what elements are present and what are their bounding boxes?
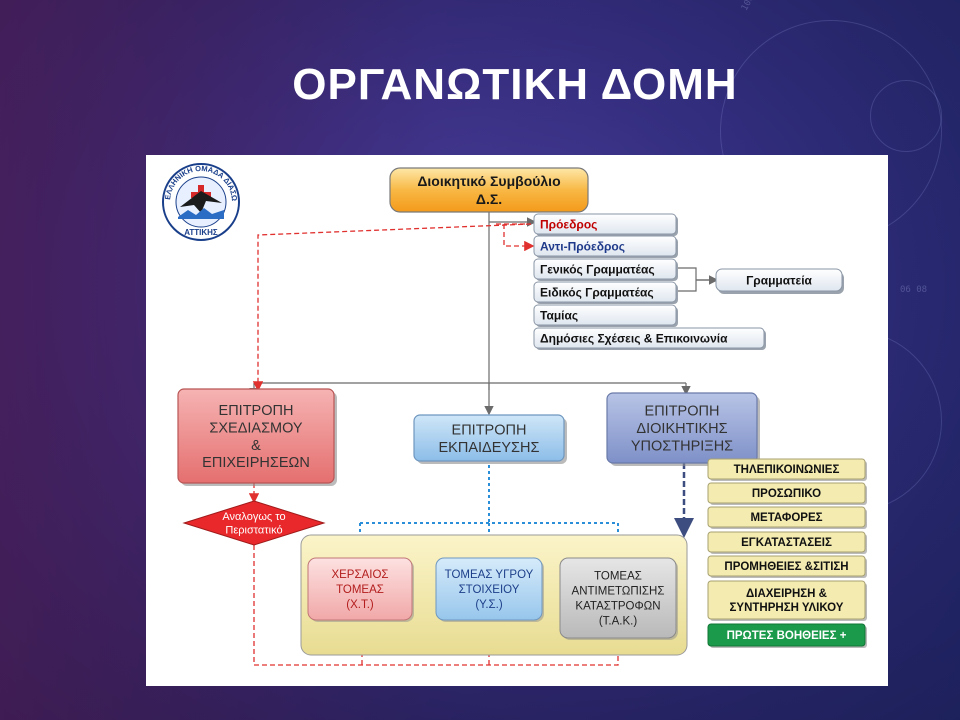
- sector-label: ΧΕΡΣΑΙΟΣ: [331, 569, 388, 581]
- board-title: Διοικητικό Συμβούλιο: [417, 173, 560, 189]
- team-logo: ΕΛΛΗΝΙΚΗ ΟΜΑΔΑ ΔΙΑΣΩΣΗΣ ΑΤΤΙΚΗΣ: [143, 148, 240, 241]
- role-item: Ταμίας: [533, 304, 678, 327]
- committee-training-label: ΕΚΠΑΙΔΕΥΣΗΣ: [439, 440, 540, 456]
- support-unit: ΤΗΛΕΠΙΚΟΙΝΩΝΙΕΣ: [707, 458, 867, 481]
- sector-box: ΤΟΜΕΑΣ ΥΓΡΟΥ ΣΤΟΙΧΕΙΟΥ (Υ.Σ.): [435, 557, 544, 622]
- support-unit-label: ΠΡΟΣΩΠΙΚΟ: [752, 488, 821, 500]
- support-unit: ΠΡΟΜΗΘΕΙΕΣ &ΣΙΤΙΣΗ: [707, 555, 867, 578]
- role-label: Γενικός Γραμματέας: [540, 263, 655, 277]
- sector-label: (Τ.Α.Κ.): [599, 615, 638, 627]
- role-label: Ειδικός Γραμματέας: [540, 286, 654, 300]
- support-unit-label: ΣΥΝΤΗΡΗΣΗ ΥΛΙΚΟΥ: [730, 602, 844, 614]
- support-unit-label: ΜΕΤΑΦΟΡΕΣ: [750, 512, 822, 524]
- deco-circle-small: [870, 80, 942, 152]
- role-label: Δημόσιες Σχέσεις & Επικοινωνία: [540, 332, 728, 346]
- support-unit-label: ΤΗΛΕΠΙΚΟΙΝΩΝΙΕΣ: [734, 464, 840, 476]
- decision-diamond: Αναλογως το Περιστατικό: [182, 500, 326, 546]
- sector-box: ΧΕΡΣΑΙΟΣ ΤΟΜΕΑΣ (Χ.Τ.): [307, 557, 414, 622]
- org-chart-diagram: ΕΛΛΗΝΙΚΗ ΟΜΑΔΑ ΔΙΑΣΩΣΗΣ ΑΤΤΙΚΗΣ Διοικητι…: [143, 148, 867, 666]
- sector-label: ΤΟΜΕΑΣ: [336, 584, 384, 596]
- board-abbr: Δ.Σ.: [476, 191, 502, 207]
- sector-label: ΤΟΜΕΑΣ: [594, 571, 642, 583]
- sector-label: ΣΤΟΙΧΕΙΟΥ: [459, 584, 520, 596]
- sector-label: (Χ.Τ.): [346, 599, 374, 611]
- secretariat-label: Γραμματεία: [746, 274, 812, 288]
- deco-scale-labels: 06 08: [900, 285, 928, 295]
- sectors: ΧΕΡΣΑΙΟΣ ΤΟΜΕΑΣ (Χ.Τ.) ΤΟΜΕΑΣ ΥΓΡΟΥ ΣΤΟΙΧΕΙΟ…: [307, 557, 678, 640]
- support-unit-label: ΠΡΟΜΗΘΕΙΕΣ &ΣΙΤΙΣΗ: [724, 561, 848, 573]
- sector-label: ΚΑΤΑΣΤΡΟΦΩΝ: [575, 601, 660, 613]
- red-dashed-to-vice-president: [503, 224, 535, 252]
- role-label: Ταμίας: [540, 309, 578, 323]
- role-label: Πρόεδρος: [540, 218, 597, 232]
- sector-label: ΑΝΤΙΜΕΤΩΠΙΣΗΣ: [572, 586, 665, 598]
- board-box: Διοικητικό Συμβούλιο Δ.Σ.: [389, 167, 589, 213]
- eagle-icon: [180, 191, 222, 213]
- decision-label: Αναλογως το: [222, 511, 285, 523]
- role-item: Πρόεδρος: [533, 213, 678, 236]
- committee-planning-label: ΣΧΕΔΙΑΣΜΟΥ: [209, 420, 303, 436]
- support-unit-label: ΠΡΩΤΕΣ ΒΟΗΘΕΙΕΣ +: [727, 630, 847, 642]
- sector-box: ΤΟΜΕΑΣ ΑΝΤΙΜΕΤΩΠΙΣΗΣ ΚΑΤΑΣΤΡΟΦΩΝ (Τ.Α.Κ.): [559, 557, 678, 640]
- role-item: Αντι-Πρόεδρος: [533, 235, 678, 258]
- support-unit-label: ΕΓΚΑΤΑΣΤΑΣΕΙΣ: [741, 537, 832, 549]
- blue-dotted-training-to-sectors: [360, 465, 618, 524]
- committee-training-label: ΕΠΙΤΡΟΠΗ: [452, 422, 527, 438]
- committee-support-label: ΥΠΟΣΤΗΡΙΞΗΣ: [631, 438, 733, 454]
- committee-planning-label: ΕΠΙΤΡΟΠΗ: [219, 403, 294, 419]
- support-unit-label: ΔΙΑΧΕΙΡΗΣΗ &: [746, 588, 827, 600]
- red-dashed-president-to-planning: [252, 223, 532, 392]
- sector-label: ΤΟΜΕΑΣ ΥΓΡΟΥ: [445, 569, 534, 581]
- support-unit: ΕΓΚΑΤΑΣΤΑΣΕΙΣ: [707, 531, 867, 554]
- committee-planning-label: ΕΠΙΧΕΙΡΗΣΕΩΝ: [202, 455, 310, 471]
- role-item: Ειδικός Γραμματέας: [533, 281, 678, 304]
- decision-label: Περιστατικό: [225, 525, 282, 537]
- secretariat-box: Γραμματεία: [715, 268, 844, 294]
- role-item: Δημόσιες Σχέσεις & Επικοινωνία: [533, 327, 766, 350]
- committee-training: ΕΠΙΤΡΟΠΗ ΕΚΠΑΙΔΕΥΣΗΣ: [413, 414, 567, 464]
- sector-label: (Υ.Σ.): [475, 599, 503, 611]
- org-chart-panel: ΕΛΛΗΝΙΚΗ ΟΜΑΔΑ ΔΙΑΣΩΣΗΣ ΑΤΤΙΚΗΣ Διοικητι…: [143, 148, 888, 686]
- committee-support-label: ΕΠΙΤΡΟΠΗ: [645, 404, 720, 420]
- support-unit: ΠΡΟΣΩΠΙΚΟ: [707, 482, 867, 505]
- logo-bottom-text: ΑΤΤΙΚΗΣ: [184, 228, 218, 237]
- committee-planning-label: &: [251, 438, 261, 454]
- role-item: Γενικός Γραμματέας: [533, 258, 678, 281]
- support-unit: ΔΙΑΧΕΙΡΗΣΗ & ΣΥΝΤΗΡΗΣΗ ΥΛΙΚΟΥ: [707, 580, 867, 621]
- role-label: Αντι-Πρόεδρος: [540, 240, 625, 254]
- committees: ΕΠΙΤΡΟΠΗΣΧΕΔΙΑΣΜΟΥ&ΕΠΙΧΕΙΡΗΣΕΩΝΕΠΙΤΡΟΠΗΕ…: [177, 388, 760, 486]
- support-units: ΤΗΛΕΠΙΚΟΙΝΩΝΙΕΣ ΠΡΟΣΩΠΙΚΟ ΜΕΤΑΦΟΡΕΣ ΕΓΚΑΤΑΣ…: [707, 458, 867, 648]
- support-unit: ΜΕΤΑΦΟΡΕΣ: [707, 506, 867, 529]
- support-unit: ΠΡΩΤΕΣ ΒΟΗΘΕΙΕΣ +: [707, 623, 867, 648]
- slide-title: ΟΡΓΑΝΩΤΙΚΗ ΔΟΜΗ: [292, 60, 738, 109]
- committee-support-label: ΔΙΟΙΚΗΤΙΚΗΣ: [636, 421, 727, 437]
